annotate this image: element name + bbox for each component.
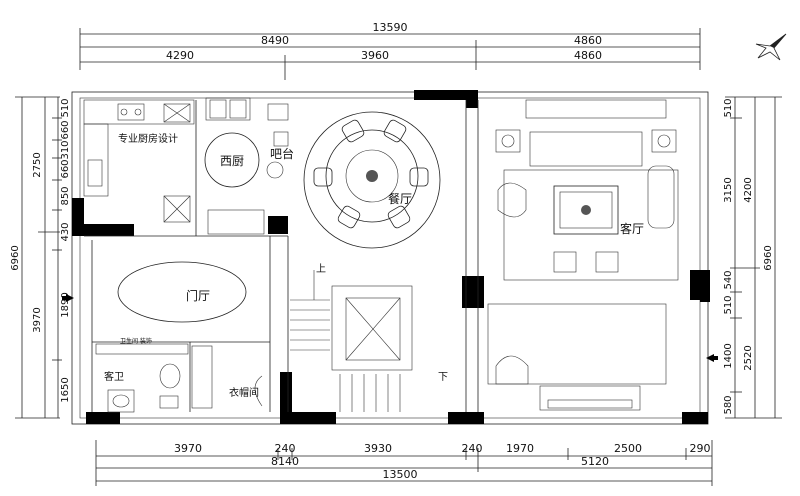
dim-bottom-mid-2: 5120 (581, 455, 609, 468)
living-area: 客厅 (487, 99, 679, 411)
dim-right-group-2: 2520 (743, 345, 754, 370)
dim-right-seg-3: 540 (723, 270, 734, 289)
dim-top-overall: 13590 (373, 21, 408, 34)
dining-label: 餐厅 (388, 191, 412, 206)
dim-bottom-7: 290 (690, 442, 711, 455)
left-dimensions: 6960 2750 3970 510 660 310 660 850 430 1… (10, 96, 71, 419)
dim-bottom-mid-1: 8140 (271, 455, 299, 468)
bath-small-note: 卫生间 装饰 (120, 337, 152, 345)
interior-walls (84, 100, 479, 412)
dim-left-seg-3: 310 (60, 140, 71, 159)
dim-top-inner-3: 4860 (574, 49, 602, 62)
dim-right-outer: 6960 (763, 245, 774, 270)
dim-top-inner-1: 4290 (166, 49, 194, 62)
dim-left-seg-6: 430 (60, 222, 71, 241)
dim-right-seg-6: 580 (723, 395, 734, 414)
entry-arrow-stem (712, 356, 718, 360)
dim-bottom-3: 3930 (364, 442, 392, 455)
compass-rose-icon (755, 33, 787, 61)
top-dimensions: 13590 8490 4860 4290 3960 4860 (79, 21, 701, 80)
dim-left-seg-7: 1890 (60, 292, 71, 317)
cloakroom-label: 衣帽间 (229, 386, 259, 399)
dim-left-seg-4: 660 (60, 159, 71, 178)
guest-bath-area: 卫生间 装饰 客卫 (95, 337, 189, 413)
foyer-area: 门厅 (117, 261, 247, 323)
kitchen-area: 专业厨房设计 (83, 99, 195, 223)
right-dimensions: 510 3150 540 510 1400 580 4200 2520 6960 (723, 96, 782, 419)
dim-left-seg-5: 850 (60, 186, 71, 205)
dim-left-seg-1: 510 (60, 98, 71, 117)
dining-area: 餐厅 (303, 111, 441, 249)
dim-right-group-1: 4200 (743, 177, 754, 202)
dim-right-seg-1: 510 (723, 98, 734, 117)
dim-bottom-6: 2500 (614, 442, 642, 455)
bar-label: 吧台 (270, 146, 294, 161)
dim-bottom-overall: 13500 (383, 468, 418, 481)
dim-top-inner-2: 3960 (361, 49, 389, 62)
kitchen-label: 专业厨房设计 (118, 132, 178, 145)
foyer-label: 门厅 (186, 288, 210, 303)
entry-arrow-stem (62, 296, 68, 300)
outer-walls (71, 90, 710, 425)
dim-right-seg-4: 510 (723, 295, 734, 314)
dim-left-outer: 6960 (10, 245, 21, 270)
living-label: 客厅 (620, 221, 644, 236)
dim-left-group-2: 3970 (32, 307, 43, 332)
stairs-down-label: 下 (438, 372, 448, 383)
dim-right-seg-5: 1400 (723, 343, 734, 368)
cloakroom-area: 衣帽间 (191, 345, 263, 409)
dim-right-seg-2: 3150 (723, 177, 734, 202)
dim-bottom-4: 240 (462, 442, 483, 455)
dim-left-seg-8: 1650 (60, 377, 71, 402)
bottom-dimensions: 3970 240 3930 240 1970 2500 290 8140 512… (95, 440, 713, 486)
dim-bottom-5: 1970 (506, 442, 534, 455)
western-kitchen-island: 西厨 吧台 (204, 97, 294, 235)
dim-top-mid-2: 4860 (574, 34, 602, 47)
dim-left-seg-2: 660 (60, 120, 71, 139)
stairs-area: 上 下 (290, 263, 448, 412)
dim-top-mid-1: 8490 (261, 34, 289, 47)
dim-bottom-1: 3970 (174, 442, 202, 455)
dim-bottom-2: 240 (275, 442, 296, 455)
dim-left-group-1: 2750 (32, 152, 43, 177)
stairs-up-label: 上 (316, 263, 326, 275)
western-kitchen-label: 西厨 (220, 154, 244, 168)
guest-bath-label: 客卫 (104, 370, 124, 383)
